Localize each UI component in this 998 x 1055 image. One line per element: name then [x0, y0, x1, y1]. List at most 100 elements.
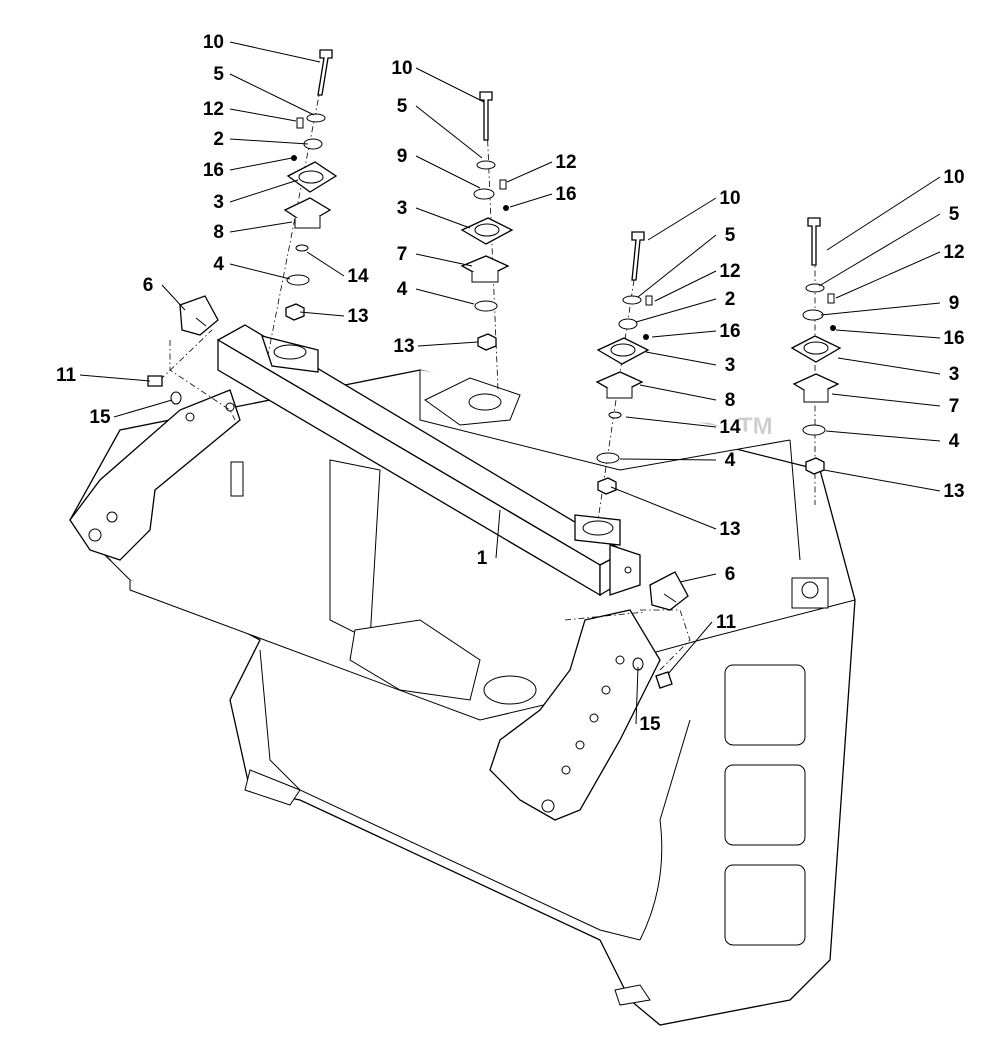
- leader-line: [415, 207, 471, 229]
- callout-10: 10: [647, 188, 741, 241]
- callout-number: 4: [213, 254, 224, 275]
- callout-number: 10: [391, 58, 412, 79]
- callout-number: 16: [943, 328, 964, 349]
- callout-number: 15: [639, 714, 661, 735]
- callout-9: 9: [820, 293, 960, 316]
- callout-number: 12: [719, 261, 740, 282]
- callout-number: 15: [89, 407, 111, 428]
- leader-line: [825, 430, 941, 442]
- leader-line: [654, 270, 717, 302]
- leader-line: [161, 284, 186, 311]
- mount-stack-a: [283, 49, 338, 321]
- leader-line: [635, 666, 639, 725]
- callout-number: 13: [347, 306, 368, 327]
- leader-line: [229, 263, 291, 280]
- leader-line: [229, 138, 309, 145]
- callout-number: 2: [213, 129, 224, 150]
- leader-line: [415, 288, 475, 305]
- leader-line: [113, 399, 173, 418]
- callout-12: 12: [835, 242, 965, 299]
- callout-4: 4: [397, 279, 475, 305]
- leader-line: [639, 384, 717, 401]
- leader-line: [651, 330, 717, 338]
- leader-line: [645, 351, 717, 366]
- callout-number: 12: [203, 99, 224, 120]
- leader-line: [637, 234, 717, 298]
- leader-line: [823, 469, 941, 492]
- callout-14: 14: [625, 416, 741, 438]
- callout-7: 7: [397, 244, 473, 267]
- callout-number: 13: [393, 336, 414, 357]
- callout-number: 3: [949, 364, 960, 385]
- callout-number: 16: [555, 184, 576, 205]
- mount-stack-c: [595, 231, 653, 495]
- callout-9: 9: [397, 146, 481, 189]
- callout-number: 1: [477, 548, 488, 569]
- callout-3: 3: [645, 351, 735, 376]
- callout-number: 5: [949, 204, 960, 225]
- callout-number: 12: [555, 152, 576, 173]
- callout-number: 3: [213, 192, 224, 213]
- leader-line: [229, 41, 321, 63]
- leader-line: [415, 105, 483, 159]
- callout-16: 16: [835, 328, 965, 349]
- leader-line: [619, 458, 717, 461]
- leader-line: [647, 197, 717, 241]
- callout-number: 9: [949, 293, 960, 314]
- callout-number: 12: [943, 242, 964, 263]
- callout-number: 14: [347, 266, 369, 287]
- side-fasteners-left: [147, 375, 182, 405]
- leader-line: [306, 251, 345, 277]
- callout-10: 10: [203, 32, 321, 63]
- leader-line: [820, 302, 941, 316]
- leader-line: [229, 108, 297, 122]
- leader-line: [831, 393, 941, 407]
- callout-3: 3: [837, 357, 960, 385]
- callout-number: 10: [719, 188, 740, 209]
- callout-6: 6: [143, 275, 186, 311]
- callout-number: 4: [397, 279, 408, 300]
- callout-number: 6: [143, 275, 154, 296]
- callout-12: 12: [506, 152, 577, 183]
- callout-number: 11: [716, 612, 737, 633]
- leader-line: [79, 374, 151, 382]
- callout-11: 11: [56, 365, 151, 386]
- callout-number: 9: [397, 146, 408, 167]
- mount-stack-b: [460, 91, 514, 351]
- callout-number: 8: [725, 390, 736, 411]
- callout-14: 14: [306, 251, 369, 287]
- leader-line: [679, 573, 717, 583]
- callout-10: 10: [391, 58, 485, 103]
- leader-line: [415, 155, 481, 189]
- callout-8: 8: [639, 384, 736, 411]
- callout-3: 3: [397, 198, 471, 229]
- callout-3: 3: [213, 179, 299, 213]
- leader-line: [610, 486, 717, 530]
- callout-4: 4: [619, 450, 736, 471]
- callout-5: 5: [213, 64, 315, 116]
- leader-line: [826, 176, 941, 251]
- leader-line: [495, 509, 501, 559]
- leader-line: [229, 179, 299, 203]
- callout-2: 2: [213, 129, 309, 150]
- callout-number: 8: [213, 222, 224, 243]
- leader-line: [635, 298, 717, 323]
- shim-left: [179, 295, 219, 336]
- callout-number: 16: [719, 321, 740, 342]
- callout-15: 15: [89, 399, 173, 428]
- callout-number: 2: [725, 289, 736, 310]
- callout-number: 13: [943, 481, 964, 502]
- callout-number: 13: [719, 519, 740, 540]
- right-hinge-bracket: [489, 609, 661, 821]
- callout-number: 11: [56, 365, 77, 386]
- leader-line: [229, 157, 293, 171]
- leader-line: [509, 193, 553, 208]
- callout-13: 13: [610, 486, 741, 540]
- cross-beam: [216, 324, 641, 597]
- callout-16: 16: [509, 184, 577, 208]
- leader-line: [818, 213, 941, 287]
- leader-line: [625, 416, 717, 428]
- mount-stack-d: [790, 217, 842, 475]
